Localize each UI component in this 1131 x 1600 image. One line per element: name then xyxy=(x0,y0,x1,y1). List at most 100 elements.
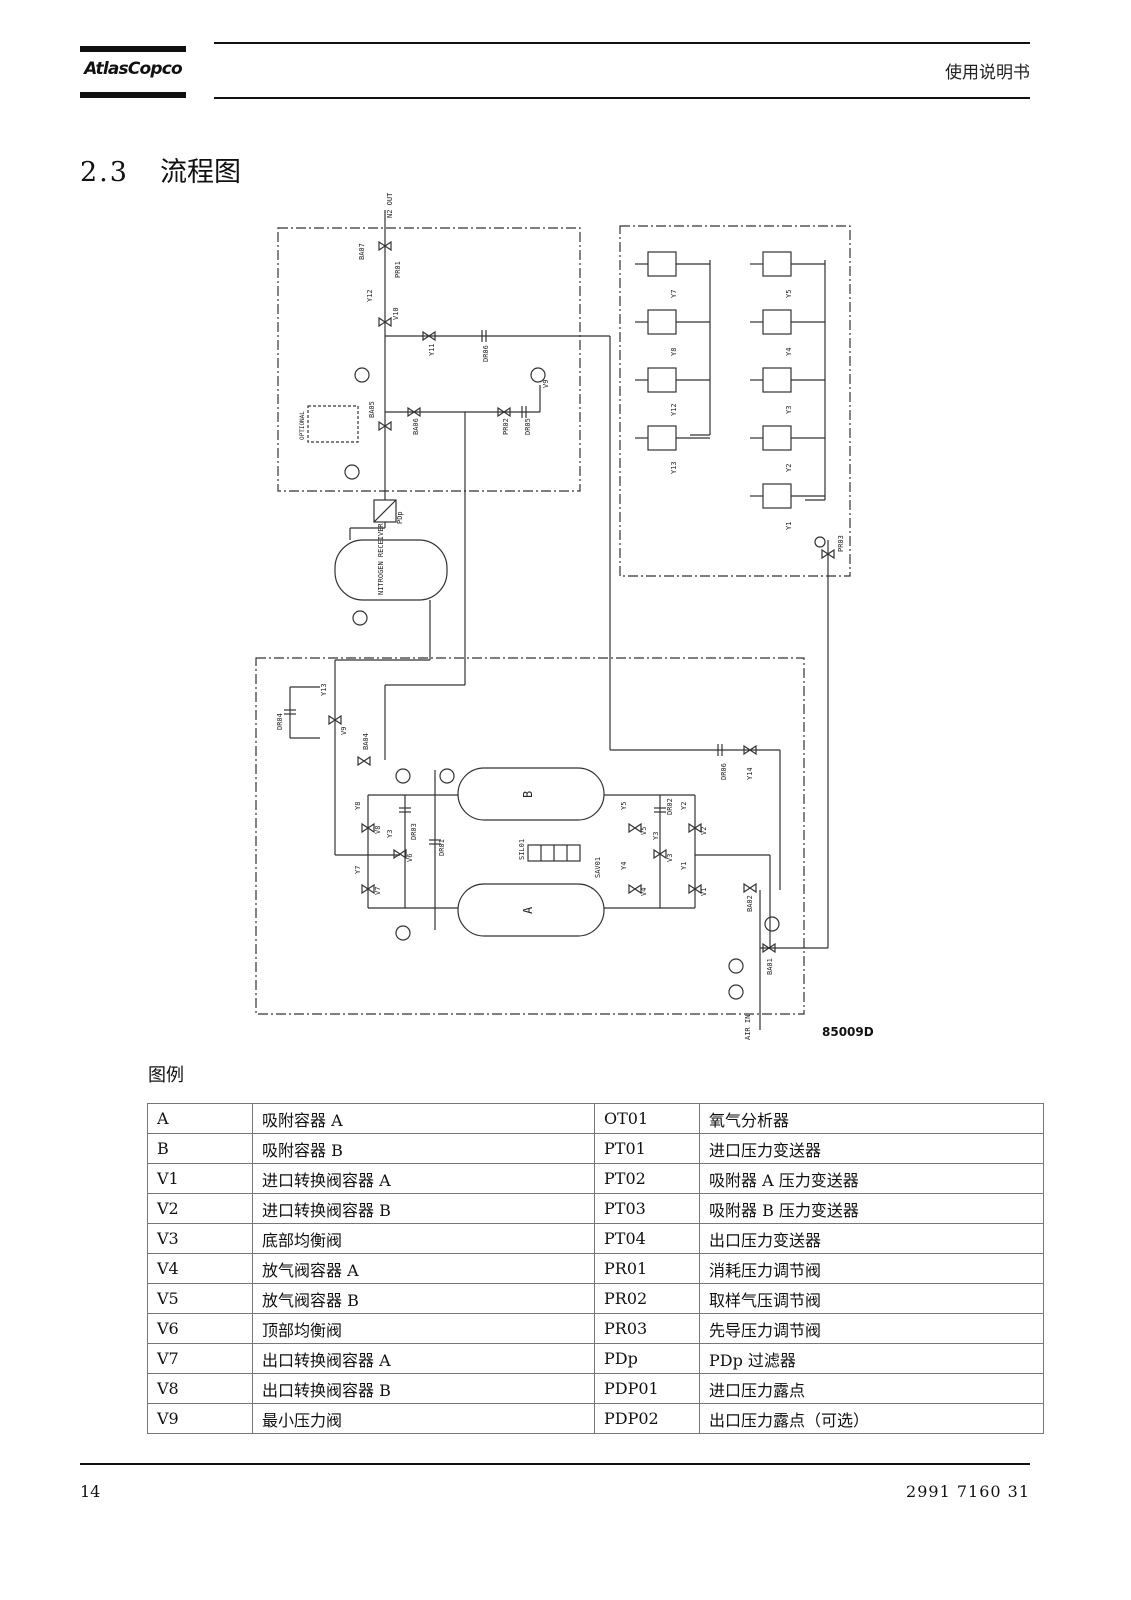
valve-ba01 xyxy=(762,942,776,954)
label-y7: Y7 xyxy=(354,866,362,874)
label-v2: V2 xyxy=(700,827,708,835)
solenoid-y13 xyxy=(647,425,677,451)
legend-code: V6 xyxy=(147,1313,253,1344)
valve-v10 xyxy=(378,316,392,328)
solenoid-y5 xyxy=(762,251,792,277)
gauge-outlet-1 xyxy=(354,367,370,383)
header-rule-top xyxy=(214,42,1030,44)
valve-ba02 xyxy=(743,882,757,894)
gauge-inlet-1 xyxy=(764,916,780,932)
label-y3-right: Y3 xyxy=(652,832,660,840)
solenoid-y2 xyxy=(762,425,792,451)
label-sol-y7: Y7 xyxy=(670,290,678,298)
legend-code: PT03 xyxy=(594,1193,700,1224)
legend-desc: 出口转换阀容器 B xyxy=(252,1373,595,1404)
legend-code: V4 xyxy=(147,1253,253,1284)
legend-desc: 吸附容器 B xyxy=(252,1133,595,1164)
label-vessel-a: A xyxy=(521,906,535,914)
legend-desc: 顶部均衡阀 xyxy=(252,1313,595,1344)
valve-v1 xyxy=(688,883,702,895)
label-y8: Y8 xyxy=(354,802,362,810)
generator-module-box xyxy=(255,657,805,1015)
label-y12: Y12 xyxy=(366,289,374,302)
legend-desc: 先导压力调节阀 xyxy=(699,1313,1044,1344)
label-sav01: SAV01 xyxy=(594,857,602,878)
label-sol-y4: Y4 xyxy=(785,348,793,356)
valve-v8 xyxy=(361,822,375,834)
legend-code: PDP01 xyxy=(594,1373,700,1404)
footer-rule xyxy=(80,1463,1030,1465)
label-y11: Y11 xyxy=(428,343,436,356)
gauge-pr03 xyxy=(814,536,826,548)
label-v9: V9 xyxy=(340,727,348,735)
logo-bar-top xyxy=(80,46,186,52)
legend-desc: 吸附器 B 压力变送器 xyxy=(699,1193,1044,1224)
legend-code: V8 xyxy=(147,1373,253,1404)
legend-desc: 进口转换阀容器 A xyxy=(252,1163,595,1194)
gauge-vessel-b-left xyxy=(395,768,411,784)
label-y14: Y14 xyxy=(746,767,754,780)
optional-box xyxy=(307,405,359,443)
label-pr02: PR02 xyxy=(502,418,510,435)
label-v9-top: V9 xyxy=(542,380,550,388)
legend-desc: 吸附器 A 压力变送器 xyxy=(699,1163,1044,1194)
section-title: 流程图 xyxy=(160,157,241,188)
label-dr04: DR04 xyxy=(276,713,284,730)
label-v10: V10 xyxy=(392,307,400,320)
label-sol-y1: Y1 xyxy=(785,522,793,530)
legend-desc: 放气阀容器 B xyxy=(252,1283,595,1314)
gauge-vessel-a-left xyxy=(395,925,411,941)
legend-code: PT02 xyxy=(594,1163,700,1194)
legend-code: PT01 xyxy=(594,1133,700,1164)
label-optional: OPTIONAL xyxy=(299,411,306,440)
nitrogen-receiver xyxy=(334,539,448,601)
label-ba07: BA07 xyxy=(358,243,366,260)
solenoid-y1 xyxy=(762,483,792,509)
legend-code: PR02 xyxy=(594,1283,700,1314)
label-sol-y5: Y5 xyxy=(785,290,793,298)
label-ba04: BA04 xyxy=(362,733,370,750)
valve-v9 xyxy=(328,714,342,726)
gauge-inlet-2 xyxy=(728,958,744,974)
valve-y11 xyxy=(422,330,436,342)
legend-desc: 出口转换阀容器 A xyxy=(252,1343,595,1374)
label-v1: V1 xyxy=(700,888,708,896)
gauge-inlet-3 xyxy=(728,984,744,1000)
legend-code: OT01 xyxy=(594,1103,700,1134)
label-air-in: AIR IN xyxy=(744,1015,752,1040)
valve-pr03 xyxy=(821,548,835,560)
gauge-receiver xyxy=(352,610,368,626)
valve-v6 xyxy=(393,848,407,860)
label-pr01: PR01 xyxy=(394,261,402,278)
label-v3: V3 xyxy=(666,854,674,862)
legend-code: PDP02 xyxy=(594,1403,700,1434)
label-dr02: DR02 xyxy=(666,798,674,815)
label-pdp: PDp xyxy=(396,511,404,524)
logo-wordmark: AtlasCopco xyxy=(84,59,183,79)
legend-desc: 出口压力变送器 xyxy=(699,1223,1044,1254)
valve-v7 xyxy=(361,883,375,895)
legend-code: V3 xyxy=(147,1223,253,1254)
valve-v3 xyxy=(653,848,667,860)
valve-v4 xyxy=(628,883,642,895)
legend-desc: 放气阀容器 A xyxy=(252,1253,595,1284)
vessel-b xyxy=(457,767,605,821)
legend-title: 图例 xyxy=(148,1065,184,1086)
legend-code: V5 xyxy=(147,1283,253,1314)
valve-pr02 xyxy=(497,406,511,418)
valve-ba04 xyxy=(357,755,371,767)
label-dr06: DR06 xyxy=(482,345,490,362)
legend-code: A xyxy=(147,1103,253,1134)
solenoid-module-box xyxy=(619,225,851,577)
legend-desc: PDp 过滤器 xyxy=(699,1343,1044,1374)
solenoid-y4 xyxy=(762,309,792,335)
valve-v2 xyxy=(688,822,702,834)
solenoid-y3 xyxy=(762,367,792,393)
